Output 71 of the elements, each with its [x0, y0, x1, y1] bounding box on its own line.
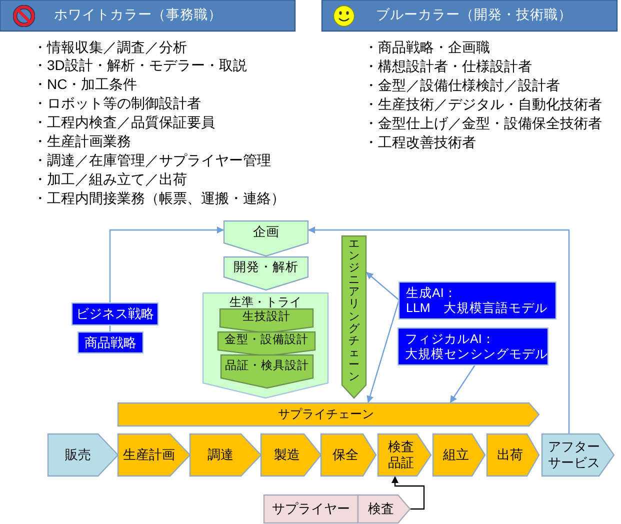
- arrow: [308, 226, 570, 434]
- ai-model-box: [399, 282, 556, 319]
- process-step: [48, 434, 118, 476]
- process-step: [433, 434, 485, 476]
- process-step: [378, 434, 431, 476]
- arrow: [366, 272, 400, 300]
- phase-step: [224, 257, 308, 290]
- list-item: ・工程改善技術者: [364, 132, 476, 152]
- list-item: ・ロボット等の制御設計者: [33, 94, 201, 114]
- node-label: 生準・トライ: [230, 294, 302, 310]
- node-label: 検査品証: [386, 439, 415, 471]
- header-title: ブルーカラー（開発・技術職）: [376, 7, 572, 24]
- arrow: [109, 226, 224, 303]
- vertical-label: エンジニアリングチェーン: [348, 238, 360, 384]
- design-step: [221, 355, 313, 388]
- strategy-box: [72, 303, 158, 325]
- process-step: [190, 434, 261, 476]
- node-label: アフターサービス: [547, 439, 602, 471]
- node-description: 大規模センシングモデル: [405, 346, 548, 362]
- engineering-chain-band: [342, 236, 366, 398]
- process-step: [261, 434, 321, 476]
- arrow: [391, 476, 425, 510]
- list-item: ・金型仕上げ／金型・設備保全技術者: [364, 114, 602, 132]
- list-item: ・3D設計・解析・モデラー・取説: [33, 56, 247, 76]
- process-step: [542, 434, 614, 476]
- list-item: ・金型／設備仕様検討／設計者: [364, 76, 560, 95]
- node-label: 調達: [208, 447, 234, 463]
- node-label: 企画: [253, 224, 279, 240]
- node-label: 保全: [332, 447, 358, 463]
- node-label: 生産計画: [123, 447, 175, 463]
- node-label: 開発・解析: [234, 260, 298, 274]
- phase-step: [224, 221, 308, 256]
- node-label: サプライチェーン: [278, 407, 374, 422]
- node-label: 製造: [274, 447, 300, 463]
- header-bar: [0, 0, 295, 31]
- list-item: ・生産計画業務: [33, 132, 131, 151]
- node-label: フィジカルAI：: [405, 332, 495, 346]
- list-item: ・調達／在庫管理／サプライヤー管理: [33, 150, 271, 170]
- node-label: 品証・検具設計: [225, 360, 309, 374]
- header-title: ホワイトカラー（事務職）: [54, 7, 222, 24]
- node-label: 商品戦略: [84, 334, 136, 350]
- node-label: 検査: [368, 501, 394, 517]
- strategy-box: [78, 332, 143, 353]
- node-label: 組立: [442, 447, 469, 463]
- list-item: ・構想設計者・仕様設計者: [364, 56, 532, 76]
- node-label: 生成AI：: [406, 286, 457, 300]
- node-description: LLM 大規模言語モデル: [406, 300, 548, 316]
- list-item: ・商品戦略・企画職: [364, 38, 490, 57]
- node-label: ビジネス戦略: [76, 306, 154, 322]
- process-step: [321, 434, 376, 476]
- node-label: サプライヤー: [272, 501, 350, 517]
- list-item: ・加工／組み立て／出荷: [33, 170, 187, 189]
- node-label: 生技設計: [242, 311, 290, 325]
- list-item: ・工程内間接業務（帳票、運搬・連絡）: [33, 188, 285, 208]
- supplier-box: [264, 495, 358, 523]
- header-bar: [322, 0, 617, 31]
- inspection-step: [358, 495, 410, 523]
- node-label: 出荷: [497, 447, 523, 463]
- arrow: [450, 364, 476, 404]
- list-item: ・NC・加工条件: [33, 75, 138, 94]
- process-step: [487, 434, 539, 476]
- process-step: [118, 434, 190, 476]
- node-label: 販売: [65, 447, 91, 463]
- arrow: [366, 300, 400, 404]
- phase-group: [203, 293, 328, 398]
- list-item: ・工程内検査／品質保証要員: [33, 113, 215, 132]
- list-item: ・情報収集／調査／分析: [33, 38, 187, 56]
- node-label: 金型・設備設計: [224, 334, 308, 348]
- list-item: ・生産技術／デジタル・自動化技術者: [364, 94, 602, 114]
- supply-chain-band: [118, 403, 539, 426]
- ai-model-box: [398, 328, 548, 365]
